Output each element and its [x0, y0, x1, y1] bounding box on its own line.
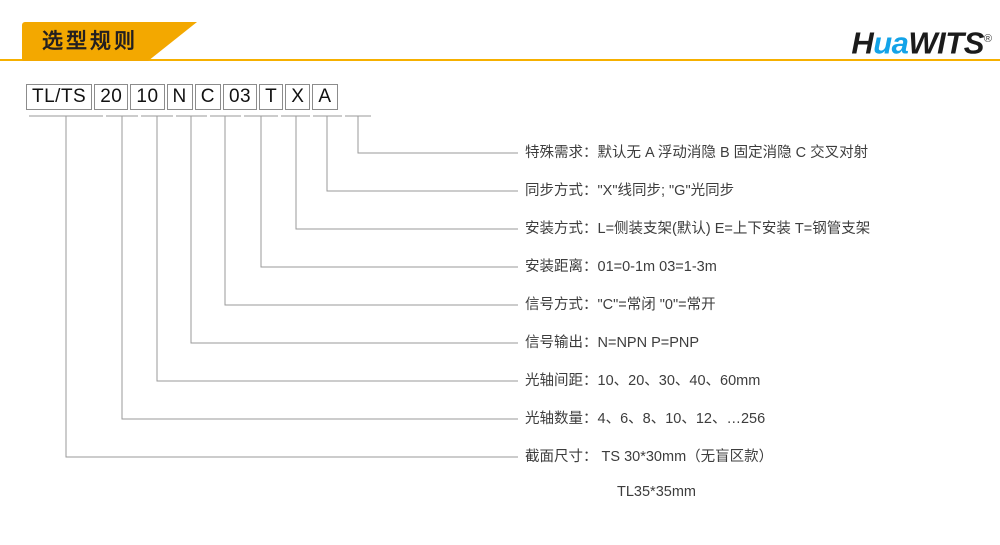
desc-install-method: 安装方式：L=侧装支架(默认) E=上下安装 T=钢管支架 [525, 221, 871, 237]
leader-install-method [295, 116, 518, 230]
leader-install-distance [260, 116, 518, 268]
leader-beam-count [121, 116, 518, 420]
desc-install-distance: 安装距离：01=0-1m 03=1-3m [525, 259, 717, 275]
desc-special-request: 特殊需求：默认无 A 浮动消隐 B 固定消隐 C 交叉对射 [525, 145, 869, 161]
brand-logo: HuaWITS® [851, 22, 992, 60]
code-box-install-method[interactable]: T [259, 84, 284, 110]
desc-signal-output: 信号输出：N=NPN P=PNP [525, 335, 700, 351]
logo-part-ua: ua [873, 25, 909, 61]
desc-beam-count: 光轴数量：4、6、8、10、12、…256 [525, 411, 766, 427]
leader-signal-output [190, 116, 518, 344]
leader-special-request [357, 116, 518, 154]
leader-beam-spacing [156, 116, 518, 382]
registered-trademark-icon: ® [983, 33, 992, 45]
code-box-signal-mode[interactable]: C [194, 84, 221, 110]
code-box-beam-spacing[interactable]: 20 [94, 84, 129, 110]
code-box-sync-method[interactable]: X [285, 84, 311, 110]
code-box-special-request[interactable]: A [312, 84, 338, 110]
desc-sync-method: 同步方式："X"线同步; "G"光同步 [525, 183, 735, 199]
model-code-row: TL/TS 20 10 N C 03 T X A [26, 84, 338, 110]
code-box-install-distance[interactable]: 03 [222, 84, 258, 110]
code-box-series[interactable]: TL/TS [26, 84, 93, 110]
desc-signal-mode: 信号方式："C"=常闭 "0"=常开 [525, 297, 716, 313]
desc-series: 截面尺寸： TS 30*30mm（无盲区款） [525, 449, 774, 465]
logo-part-h: H [851, 25, 874, 61]
header-divider-rule [0, 59, 1000, 61]
desc-series-line2: TL35*35mm [617, 484, 696, 500]
desc-beam-spacing: 光轴间距：10、20、30、40、60mm [525, 373, 761, 389]
code-box-beam-count[interactable]: 10 [130, 84, 165, 110]
leader-sync-method [326, 116, 518, 192]
section-title: 选型规则 [42, 30, 138, 53]
logo-part-wits: WITS [908, 25, 984, 61]
leader-signal-mode [224, 116, 518, 306]
leader-series [65, 116, 518, 458]
code-box-signal-output[interactable]: N [166, 84, 193, 110]
